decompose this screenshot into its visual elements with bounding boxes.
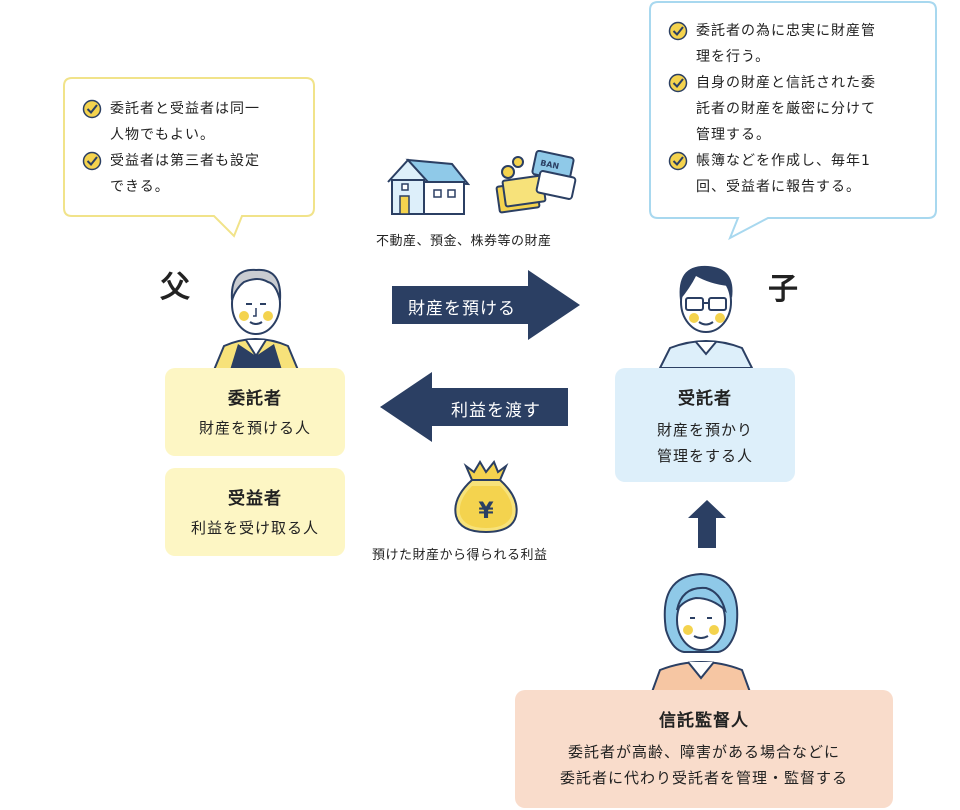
check-icon xyxy=(668,73,688,93)
bubble-line: 委託者の為に忠実に財産管 xyxy=(696,23,876,39)
son-label: 子 xyxy=(768,272,800,307)
son-bubble-item: 自身の財産と信託された委託者の財産を厳密に分けて管理する。 xyxy=(668,70,928,148)
assets-caption: 不動産、預金、株券等の財産 xyxy=(376,234,552,249)
supervisor-line: 委託者に代わり受託者を管理・監督する xyxy=(559,769,848,787)
card-text: BAN xyxy=(539,158,559,171)
house-icon xyxy=(387,158,470,215)
bubble-line: 委託者と受益者は同一 xyxy=(110,101,260,117)
trustee-sub-line: 管理をする人 xyxy=(656,447,753,465)
check-icon xyxy=(668,21,688,41)
supervisor-title: 信託監督人 xyxy=(659,711,749,731)
bubble-line: 理を行う。 xyxy=(696,49,771,65)
yen-symbol: ¥ xyxy=(478,499,494,524)
father-bubble xyxy=(63,77,315,238)
bubble-line: 人物でもよい。 xyxy=(110,127,215,143)
supervisor-line: 委託者が高齢、障害がある場合などに xyxy=(567,743,840,761)
settlor-title: 委託者 xyxy=(228,389,282,409)
bubble-line: 自身の財産と信託された委 xyxy=(696,75,876,91)
supervisor-box: 信託監督人 委託者が高齢、障害がある場合などに 委託者に代わり受託者を管理・監督… xyxy=(515,690,893,808)
father-bubble-item: 受益者は第三者も設定できる。 xyxy=(82,148,312,200)
arrow-left-label: 利益を渡す xyxy=(451,401,541,421)
father-avatar xyxy=(212,268,300,370)
son-bubble-text: 委託者の為に忠実に財産管理を行う。 自身の財産と信託された委託者の財産を厳密に分… xyxy=(668,18,928,200)
arrow-right xyxy=(392,270,580,340)
settlor-box: 委託者 財産を預ける人 xyxy=(165,368,345,456)
bubble-line: 託者の財産を厳密に分けて xyxy=(696,101,876,117)
son-bubble-item: 帳簿などを作成し、毎年1 回、受益者に報告する。 xyxy=(668,148,928,200)
bubble-line: 受益者は第三者も設定 xyxy=(110,153,260,169)
son-bubble xyxy=(649,1,937,241)
beneficiary-box: 受益者 利益を受け取る人 xyxy=(165,468,345,556)
father-label: 父 xyxy=(160,270,192,305)
bubble-line: 回、受益者に報告する。 xyxy=(696,179,861,195)
bubble-line: できる。 xyxy=(110,179,170,195)
trustee-box: 受託者 財産を預かり 管理をする人 xyxy=(615,368,795,482)
trustee-title: 受託者 xyxy=(678,389,732,409)
father-bubble-text: 委託者と受益者は同一人物でもよい。 受益者は第三者も設定できる。 xyxy=(82,96,312,200)
money-card-icon: BAN xyxy=(495,150,577,214)
bubble-line: 帳簿などを作成し、毎年1 xyxy=(696,153,871,169)
arrow-right-label: 財産を預ける xyxy=(408,299,516,319)
benefit-caption: 預けた財産から得られる利益 xyxy=(372,548,548,563)
supervisor-avatar xyxy=(650,572,752,692)
arrow-left xyxy=(380,372,568,442)
settlor-sub: 財産を預ける人 xyxy=(198,419,311,437)
check-icon xyxy=(668,151,688,171)
son-avatar xyxy=(658,265,754,368)
beneficiary-title: 受益者 xyxy=(228,489,282,509)
arrow-up xyxy=(688,500,726,548)
beneficiary-sub: 利益を受け取る人 xyxy=(190,519,319,537)
check-icon xyxy=(82,151,102,171)
father-bubble-item: 委託者と受益者は同一人物でもよい。 xyxy=(82,96,312,148)
son-bubble-item: 委託者の為に忠実に財産管理を行う。 xyxy=(668,18,928,70)
check-icon xyxy=(82,99,102,119)
money-bag-icon: ¥ xyxy=(454,460,518,534)
trustee-sub-line: 財産を預かり xyxy=(656,421,753,439)
bubble-line: 管理する。 xyxy=(696,127,771,143)
